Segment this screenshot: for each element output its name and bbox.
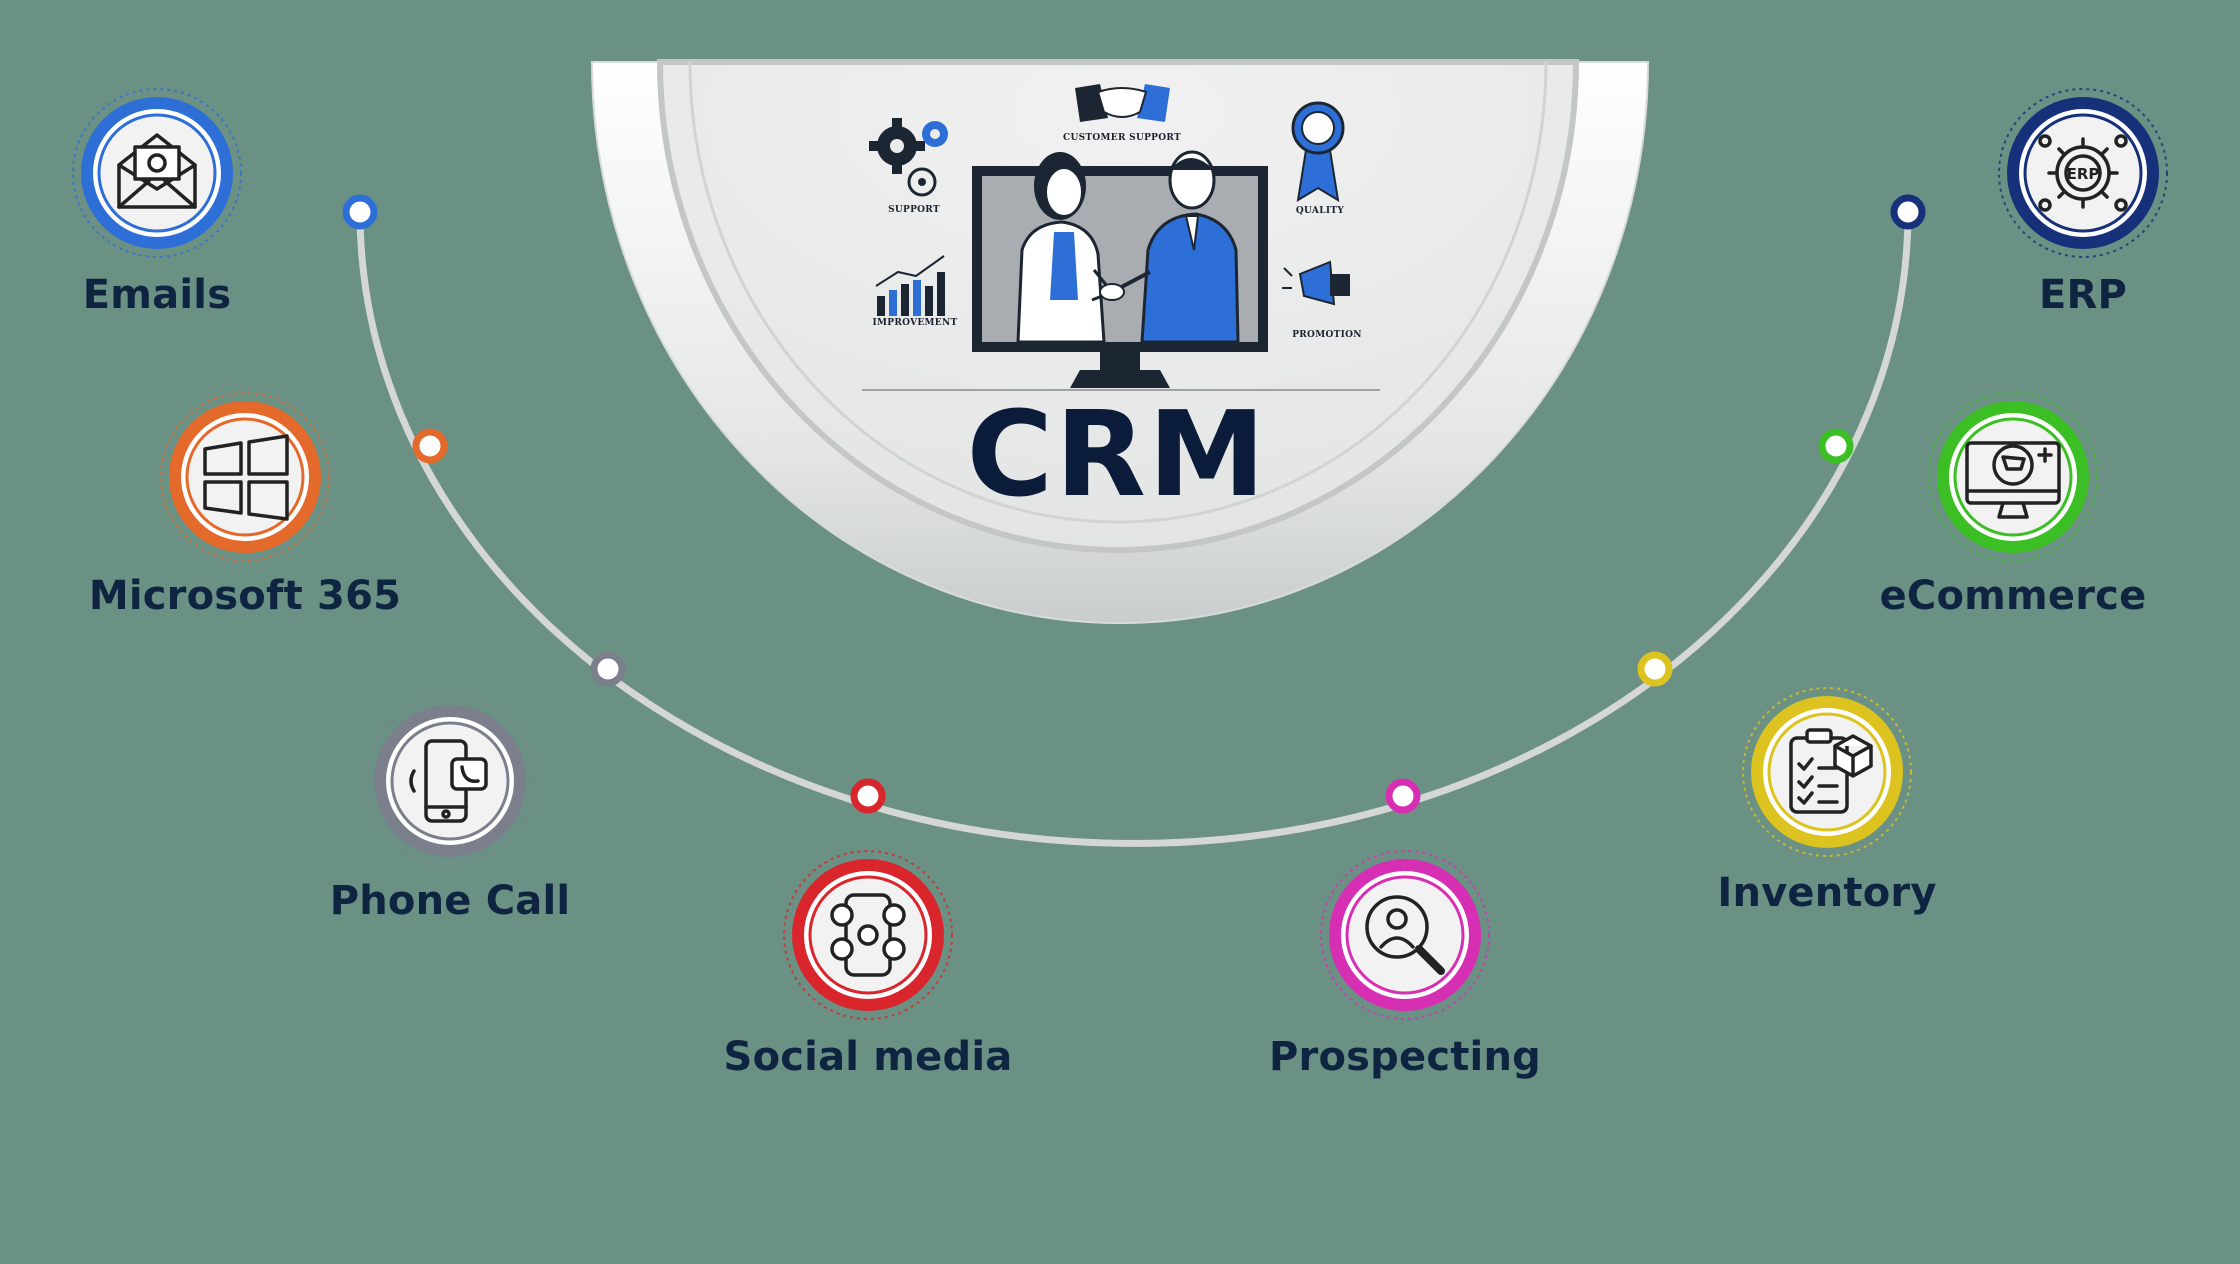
erp-gear-icon: ERP (2038, 134, 2128, 212)
node-dashed-ring (1320, 850, 1490, 1020)
smartphone-call-icon (409, 739, 488, 823)
clipboard-box-icon (1789, 728, 1873, 814)
arc-dot-social-media (850, 778, 886, 814)
arc-dot-microsoft-365 (412, 428, 448, 464)
node-microsoft-365[interactable] (160, 392, 330, 562)
customer-support-handshake-icon (1075, 84, 1170, 122)
node-prospecting[interactable] (1320, 850, 1490, 1020)
node-label-ecommerce: eCommerce (1879, 573, 2147, 619)
node-erp[interactable]: ERP (1998, 88, 2168, 258)
caption-support: SUPPORT (888, 205, 940, 215)
crm-title: CRM (966, 385, 1268, 523)
node-phone-call[interactable] (365, 696, 535, 866)
node-emails[interactable] (72, 88, 242, 258)
node-label-social-media: Social media (723, 1034, 1013, 1080)
node-inner-disc (1953, 417, 2073, 537)
node-inner-disc (1345, 875, 1465, 995)
node-label-erp: ERP (2038, 272, 2128, 318)
arc-dot-inventory (1637, 651, 1673, 687)
node-label-microsoft-365: Microsoft 365 (88, 573, 402, 619)
user-search-icon (1365, 895, 1445, 975)
caption-customer-support: CUSTOMER SUPPORT (1062, 133, 1182, 143)
monitor-neck (1100, 352, 1140, 370)
node-label-phone-call: Phone Call (329, 878, 571, 924)
woman-figure (1016, 152, 1115, 344)
arc-dot-phone-call (590, 651, 626, 687)
node-dashed-ring (1742, 687, 1912, 857)
windows-logo-icon (203, 434, 289, 521)
man-figure (1111, 150, 1240, 344)
handshake (1099, 283, 1125, 301)
hub-inner-shadow (688, 61, 1548, 524)
node-dashed-ring (1928, 392, 2098, 562)
node-inner-disc (2023, 113, 2143, 233)
node-label-prospecting: Prospecting (1269, 1034, 1541, 1080)
node-label-emails: Emails (82, 272, 232, 318)
arc-dot-ecommerce (1818, 428, 1854, 464)
node-dashed-ring (72, 88, 242, 258)
support-gears-icon (869, 118, 948, 197)
handshake-monitor-illustration (972, 150, 1268, 388)
connector-arc (356, 211, 1912, 847)
node-label-inventory: Inventory (1717, 870, 1937, 916)
node-inventory[interactable] (1742, 687, 1912, 857)
improvement-chart-icon (875, 255, 945, 316)
caption-quality: QUALITY (1295, 206, 1345, 216)
node-dashed-ring (365, 696, 535, 866)
monitor-cart-icon (1965, 441, 2061, 519)
caption-promotion: PROMOTION (1292, 330, 1362, 340)
arc-dots (342, 194, 1926, 814)
node-ecommerce[interactable] (1928, 392, 2098, 562)
node-inner-disc (390, 721, 510, 841)
node-dashed-ring (783, 850, 953, 1020)
arc-dot-prospecting (1385, 778, 1421, 814)
arc-dot-erp (1890, 194, 1926, 230)
social-media-phone-icon (830, 893, 906, 977)
node-dashed-ring (160, 392, 330, 562)
arc-dot-emails (342, 194, 378, 230)
promotion-megaphone-icon (1282, 260, 1350, 306)
monitor-stand (1070, 370, 1170, 388)
node-dashed-ring (1998, 88, 2168, 258)
erp-icon-letters: ERP (2067, 165, 2100, 183)
email-envelope-icon (117, 133, 197, 209)
node-social-media[interactable] (783, 850, 953, 1020)
quality-ribbon-icon (1291, 101, 1345, 202)
integration-nodes: ERP (72, 88, 2168, 1020)
caption-improvement: IMPROVEMENT (872, 318, 958, 328)
